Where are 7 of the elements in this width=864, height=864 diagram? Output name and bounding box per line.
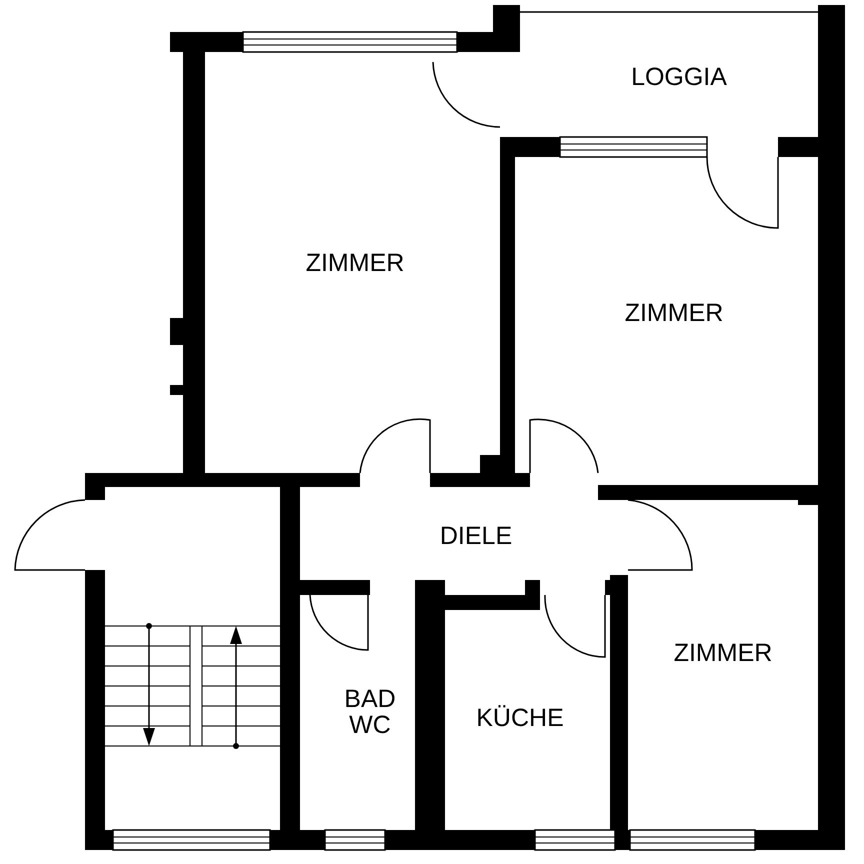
room-label: ZIMMER	[674, 640, 772, 666]
room-label: DIELE	[440, 522, 512, 550]
room-label: ZIMMER	[624, 300, 724, 326]
room-label: KÜCHE	[476, 704, 564, 732]
room-label: BAD WC	[343, 686, 397, 738]
room-label: ZIMMER	[306, 250, 404, 276]
room-label: LOGGIA	[631, 64, 727, 90]
